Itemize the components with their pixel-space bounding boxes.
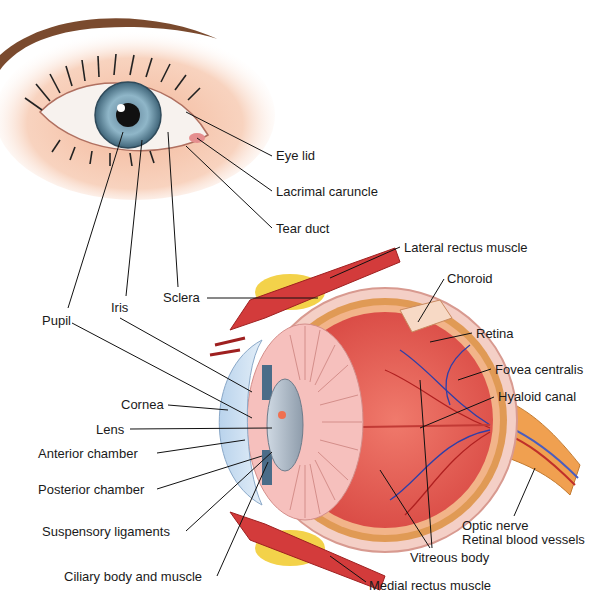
pupil-label: Pupil <box>42 313 71 328</box>
muscle-label: Lateral rectus muscle <box>404 240 528 255</box>
chamber-label: Anterior chamber <box>38 446 138 461</box>
vitreous-label: Vitreous body <box>410 550 489 565</box>
sclera-label: Sclera <box>163 290 200 305</box>
eyelid-label: Eye lid <box>276 148 315 163</box>
ciliary-label: Ciliary body and muscle <box>64 569 202 584</box>
ligament-label: Suspensory ligaments <box>42 524 170 539</box>
iris-label: Iris <box>111 300 128 315</box>
fovea-label: Fovea centralis <box>495 362 583 377</box>
choroid-label: Choroid <box>447 271 493 286</box>
optic-nerve-label: Optic nerve <box>462 518 528 533</box>
cornea-label: Cornea <box>121 397 164 412</box>
tear-duct-label: Tear duct <box>276 221 329 236</box>
hyaloid-label: Hyaloid canal <box>498 389 576 404</box>
muscle-label: Medial rectus muscle <box>369 578 491 593</box>
retina-label: Retina <box>476 326 514 341</box>
lens-label: Lens <box>96 422 124 437</box>
vessel-label: Retinal blood vessels <box>462 532 585 547</box>
chamber-label: Posterior chamber <box>38 482 144 497</box>
caruncle-label: Lacrimal caruncle <box>276 184 378 199</box>
